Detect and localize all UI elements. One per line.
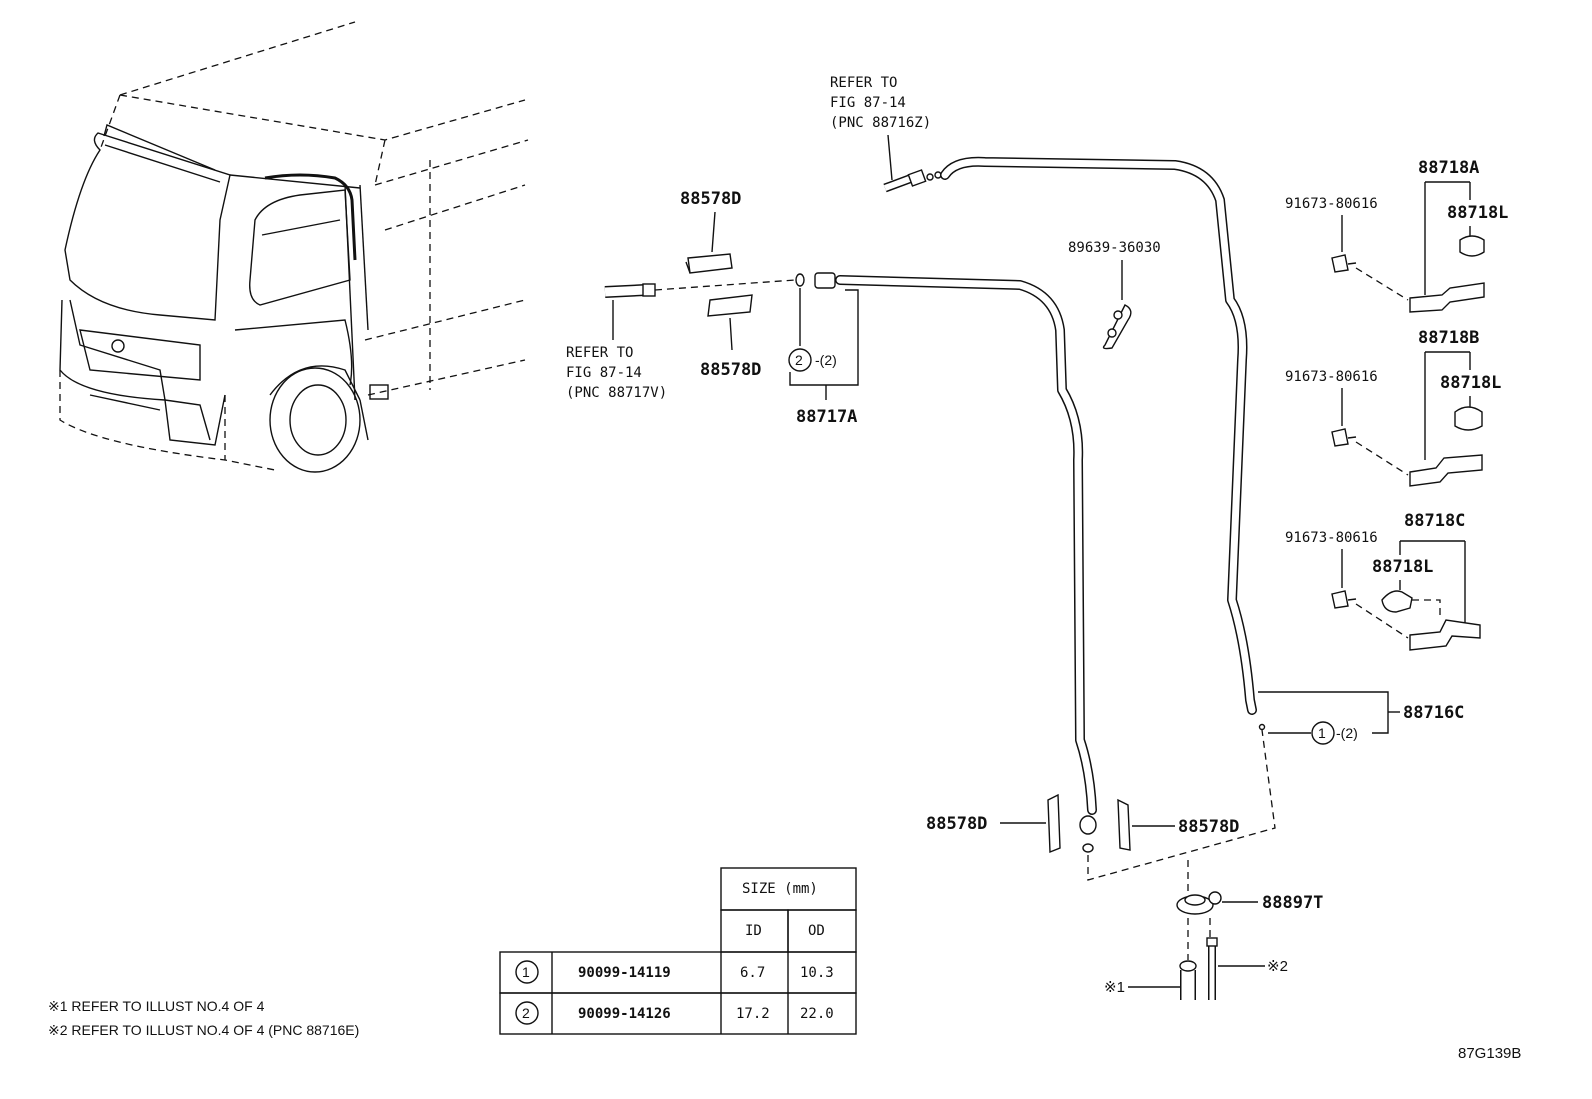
grommet-88897t: 88897T (1176, 891, 1323, 915)
clip-88578d-top: 88578D (680, 189, 741, 274)
label-88718l-c: 88718L (1372, 557, 1433, 577)
table-row-2-id: 17.2 (736, 1006, 770, 1022)
hose-88716c (940, 156, 1266, 731)
label-89639: 89639-36030 (1068, 240, 1161, 256)
callout-1-qty: -(2) (1336, 725, 1358, 741)
table-row-2-part: 90099-14126 (578, 1006, 671, 1022)
table-row-2-od: 22.0 (800, 1006, 834, 1022)
table-size-header: SIZE (mm) (742, 881, 818, 897)
truck-cab-illustration (59, 21, 529, 473)
label-88718c: 88718C (1404, 511, 1465, 531)
bracket-88718c: 88718C 88718L 91673-80616 (1285, 511, 1481, 651)
label-88578d-top: 88578D (680, 189, 741, 209)
callout-2-qty: -(2) (815, 352, 837, 368)
bracket-88718b: 88718B 88718L 91673-80616 (1285, 328, 1501, 487)
refer-top-line-1: REFER TO (830, 75, 897, 91)
table-col-od: OD (808, 923, 825, 939)
hose-88717a (814, 272, 1097, 853)
label-88717a: 88717A (796, 407, 857, 427)
refer-top-line-2: FIG 87-14 (830, 95, 906, 111)
ref-mark-2: ※2 (1267, 958, 1288, 975)
bracket-88718a: 88718A 88718L 91673-80616 (1285, 158, 1508, 313)
left-connector (604, 273, 805, 340)
table-row-1-mark: 1 (522, 964, 530, 980)
refer-left-line-2: FIG 87-14 (566, 365, 642, 381)
label-bolt-b: 91673-80616 (1285, 369, 1378, 385)
callout-2-group: 2 -(2) 88717A (788, 288, 859, 427)
refer-top-line-3: (PNC 88716Z) (830, 115, 931, 131)
routing-dashes (1087, 729, 1276, 960)
label-88578d-lower-right: 88578D (1178, 817, 1239, 837)
label-88578d-lower-left: 88578D (926, 814, 987, 834)
label-88578d-mid: 88578D (700, 360, 761, 380)
label-88718l-a: 88718L (1447, 203, 1508, 223)
label-88897t: 88897T (1262, 893, 1323, 913)
footnote-2: ※2 REFER TO ILLUST NO.4 OF 4 (PNC 88716E… (48, 1022, 359, 1038)
figure-code: 87G139B (1458, 1045, 1521, 1062)
ref-mark-1: ※1 (1104, 979, 1125, 996)
label-bolt-a: 91673-80616 (1285, 196, 1378, 212)
label-88718l-b: 88718L (1440, 373, 1501, 393)
clip-88578d-mid: 88578D (700, 294, 761, 380)
callout-1-number: 1 (1318, 725, 1326, 741)
table-row-1-part: 90099-14119 (578, 965, 671, 981)
table-col-id: ID (745, 923, 762, 939)
table-row-1-id: 6.7 (740, 965, 765, 981)
callout-88716c: 88716C 1 -(2) (1258, 691, 1464, 745)
refer-left-line-1: REFER TO (566, 345, 633, 361)
part-89639: 89639-36030 (1068, 240, 1161, 350)
table-row-1-od: 10.3 (800, 965, 834, 981)
label-88718a: 88718A (1418, 158, 1479, 178)
footnotes: ※1 REFER TO ILLUST NO.4 OF 4 ※2 REFER TO… (48, 998, 359, 1038)
bottom-hoses: ※1 ※2 (1104, 937, 1288, 1000)
refer-note-top: REFER TO FIG 87-14 (PNC 88716Z) (830, 75, 931, 181)
footnote-1: ※1 REFER TO ILLUST NO.4 OF 4 (48, 998, 265, 1014)
callout-2-number: 2 (795, 352, 803, 368)
refer-note-left: REFER TO FIG 87-14 (PNC 88717V) (566, 345, 667, 401)
label-88716c: 88716C (1403, 703, 1464, 723)
refer-left-line-3: (PNC 88717V) (566, 385, 667, 401)
top-connector (883, 169, 942, 193)
clip-88578d-lower-right: 88578D (1117, 798, 1239, 851)
clip-88578d-lower-left: 88578D (926, 793, 1061, 854)
size-table: SIZE (mm) ID OD 1 90099-14119 6.7 10.3 2… (499, 867, 857, 1035)
label-bolt-c: 91673-80616 (1285, 530, 1378, 546)
table-row-2-mark: 2 (522, 1005, 530, 1021)
label-88718b: 88718B (1418, 328, 1479, 348)
